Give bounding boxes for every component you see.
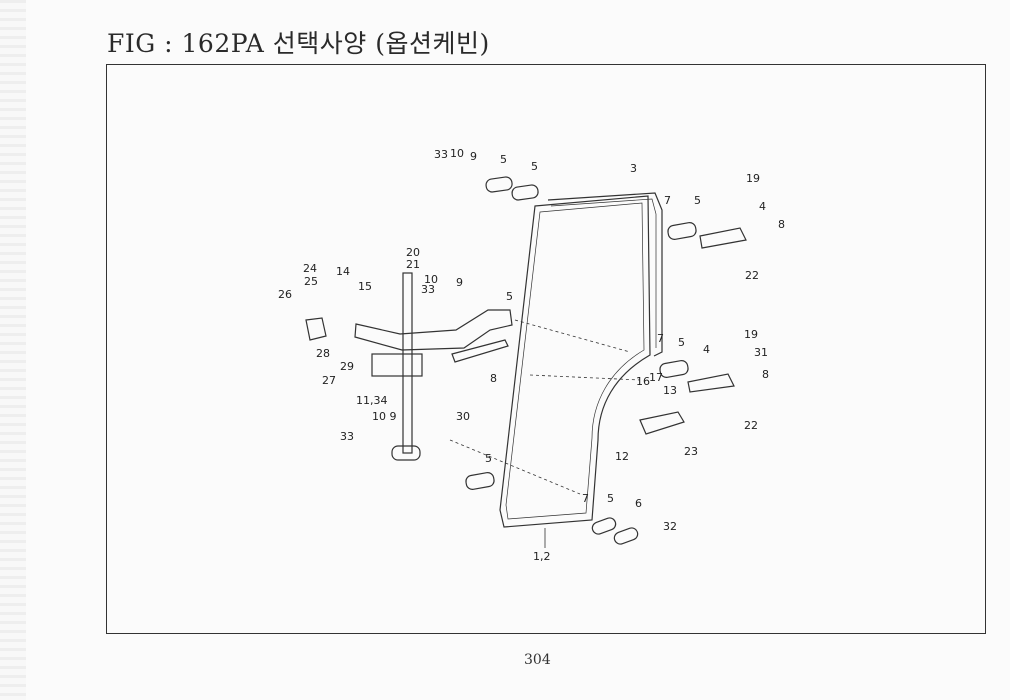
part-callout: 9 [456, 276, 463, 289]
part-callout: 22 [745, 269, 759, 282]
part-callout: 25 [304, 275, 318, 288]
part-callout: 7 [582, 492, 589, 505]
part-callout: 10 9 [372, 410, 397, 423]
page-title: FIG : 162PA 선택사양 (옵션케빈) [107, 29, 490, 58]
part-callout: 5 [607, 492, 614, 505]
part-callout: 26 [278, 288, 292, 301]
part-callout: 32 [663, 520, 677, 533]
page-number: 304 [524, 652, 551, 668]
vertical-post [402, 272, 413, 454]
part-callout: 27 [322, 374, 336, 387]
part-callout: 5 [531, 160, 538, 173]
part-callout: 33 [340, 430, 354, 443]
part-callout: 33 [421, 283, 435, 296]
part-callout: 21 [406, 258, 420, 271]
part-callout: 7 [657, 332, 664, 345]
part-callout: 5 [678, 336, 685, 349]
diagram-frame [106, 64, 986, 634]
part-callout: 5 [485, 452, 492, 465]
part-callout: 19 [746, 172, 760, 185]
part-callout: 29 [340, 360, 354, 373]
gas-strut [451, 339, 509, 363]
part-callout: 19 [744, 328, 758, 341]
frame-rail [547, 192, 663, 357]
part-callout: 3 [630, 162, 637, 175]
part-callout: 4 [759, 200, 766, 213]
part-callout: 22 [744, 419, 758, 432]
part-callout: 6 [635, 497, 642, 510]
part-callout: 8 [778, 218, 785, 231]
part-callout: 24 [303, 262, 317, 275]
part-callout: 33 [434, 148, 448, 161]
part-callout: 31 [754, 346, 768, 359]
part-callout: 5 [500, 153, 507, 166]
part-callout: 20 [406, 246, 420, 259]
part-callout: 15 [358, 280, 372, 293]
part-callout: 8 [490, 372, 497, 385]
part-callout: 1,2 [533, 550, 551, 563]
part-callout: 13 [663, 384, 677, 397]
part-callout: 8 [762, 368, 769, 381]
part-callout: 28 [316, 347, 330, 360]
part-callout: 12 [615, 450, 629, 463]
binding-edge [0, 0, 26, 700]
part-callout: 17 [649, 371, 663, 384]
part-callout: 10 [450, 147, 464, 160]
part-callout: 16 [636, 375, 650, 388]
part-callout: 23 [684, 445, 698, 458]
door-glass [499, 195, 651, 528]
part-callout: 9 [470, 150, 477, 163]
part-callout: 10 [424, 273, 438, 286]
part-callout: 5 [506, 290, 513, 303]
part-callout: 30 [456, 410, 470, 423]
part-callout: 14 [336, 265, 350, 278]
part-callout: 4 [703, 343, 710, 356]
part-callout: 11,34 [356, 394, 388, 407]
grab-bar [354, 309, 513, 351]
part-callout: 5 [694, 194, 701, 207]
part-callout: 7 [664, 194, 671, 207]
